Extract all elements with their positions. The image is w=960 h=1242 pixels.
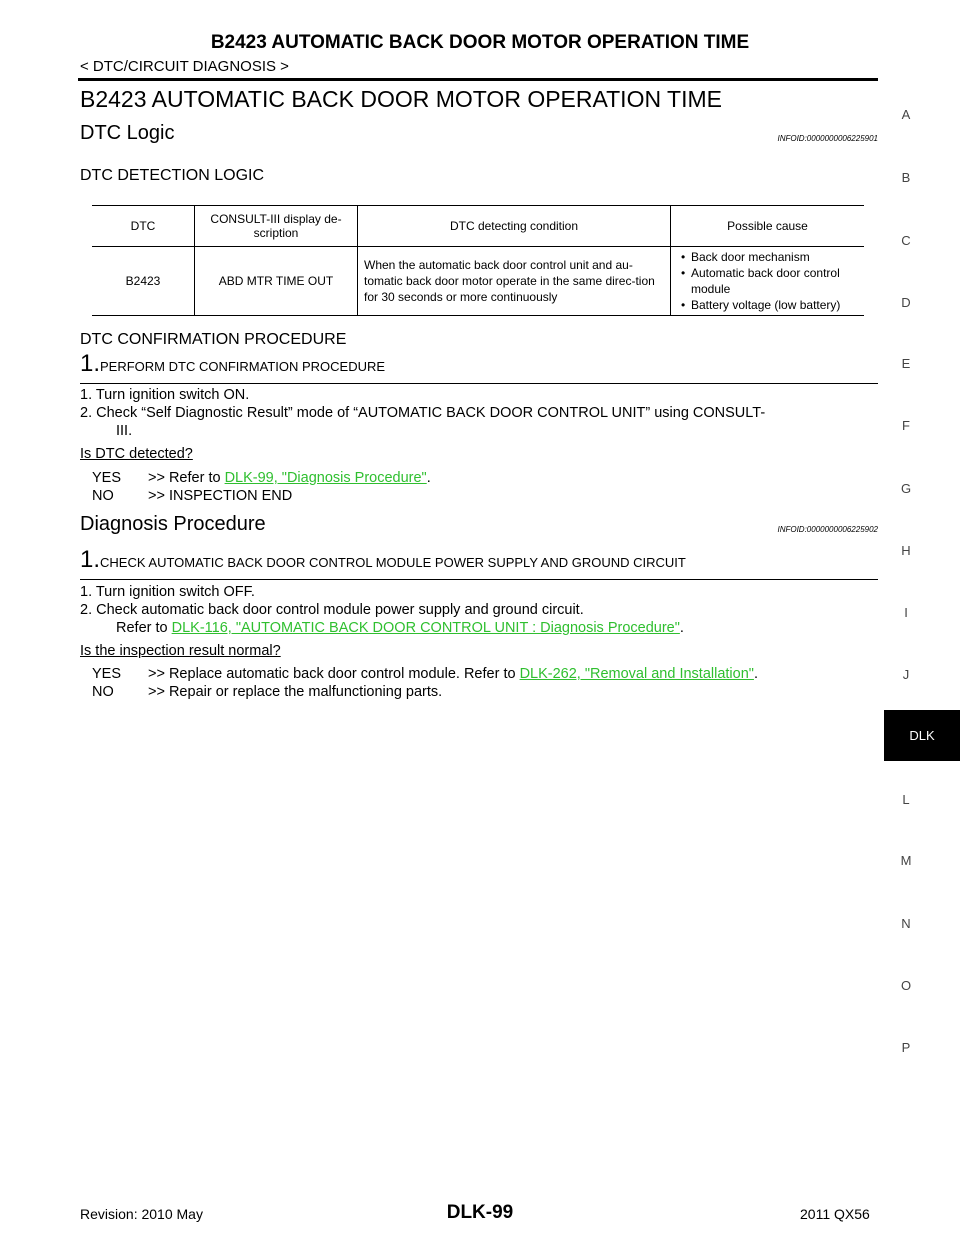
page-header-title: B2423 AUTOMATIC BACK DOOR MOTOR OPERATIO… — [210, 32, 750, 53]
diagnosis-heading: Diagnosis Procedure — [80, 513, 266, 535]
cause-item: Battery voltage (low battery) — [681, 297, 858, 313]
answer-yes-text: >> Refer to — [148, 470, 225, 486]
cell-display: ABD MTR TIME OUT — [194, 246, 358, 316]
step-number: 1. — [80, 546, 101, 573]
question: Is the inspection result normal? — [80, 643, 281, 659]
step-divider — [80, 383, 878, 384]
answer-yes: >> Replace automatic back door control m… — [148, 666, 758, 682]
section-title: B2423 AUTOMATIC BACK DOOR MOTOR OPERATIO… — [80, 86, 722, 112]
side-index-e[interactable]: E — [901, 356, 911, 371]
side-tab-dlk[interactable]: DLK — [884, 710, 960, 761]
side-index-c[interactable]: C — [901, 233, 911, 248]
step-number: 1. — [80, 350, 101, 377]
side-index-d[interactable]: D — [901, 295, 911, 310]
answer-no-label: NO — [92, 684, 114, 700]
page-number: DLK-99 — [446, 1202, 514, 1223]
confirmation-step: 1.PERFORM DTC CONFIRMATION PROCEDURE — [80, 350, 385, 378]
dtc-table: DTC CONSULT-III display de-scription DTC… — [92, 205, 864, 316]
side-index-b[interactable]: B — [901, 170, 911, 185]
answer-yes: >> Refer to DLK-99, "Diagnosis Procedure… — [148, 470, 431, 486]
col-dtc: DTC — [92, 205, 195, 247]
link-control-unit-diagnosis[interactable]: DLK-116, "AUTOMATIC BACK DOOR CONTROL UN… — [171, 620, 680, 636]
col-cause: Possible cause — [670, 205, 864, 247]
step-title: PERFORM DTC CONFIRMATION PROCEDURE — [100, 359, 386, 374]
side-index-n[interactable]: N — [901, 916, 911, 931]
dtc-detection-heading: DTC DETECTION LOGIC — [80, 167, 265, 184]
side-index-i[interactable]: I — [904, 605, 908, 620]
cause-item: Automatic back door control module — [681, 265, 858, 297]
footer-model: 2011 QX56 — [800, 1206, 870, 1222]
step-title: CHECK AUTOMATIC BACK DOOR CONTROL MODULE… — [100, 555, 686, 570]
link-removal-installation[interactable]: DLK-262, "Removal and Installation" — [519, 666, 754, 682]
diagnosis-step: 1.CHECK AUTOMATIC BACK DOOR CONTROL MODU… — [80, 546, 686, 574]
answer-no-text: >> INSPECTION END — [148, 488, 293, 504]
breadcrumb[interactable]: < DTC/CIRCUIT DIAGNOSIS > — [80, 58, 289, 75]
col-display: CONSULT-III display de-scription — [194, 205, 358, 247]
answer-no-text: >> Repair or replace the malfunctioning … — [148, 684, 443, 700]
step-instruction: 2. Check “Self Diagnostic Result” mode o… — [80, 405, 766, 421]
question: Is DTC detected? — [80, 446, 193, 462]
cause-item: Back door mechanism — [681, 249, 858, 265]
header-divider — [78, 78, 878, 81]
step-instruction: 1. Turn ignition switch ON. — [80, 387, 250, 403]
side-index-l[interactable]: L — [902, 792, 910, 807]
side-index-m[interactable]: M — [900, 853, 912, 868]
dtc-table-header: DTC CONSULT-III display de-scription DTC… — [92, 205, 864, 247]
side-index-p[interactable]: P — [901, 1040, 911, 1055]
cell-condition: When the automatic back door control uni… — [357, 246, 671, 316]
link-diagnosis-procedure[interactable]: DLK-99, "Diagnosis Procedure" — [224, 470, 427, 486]
side-index-h[interactable]: H — [901, 543, 911, 558]
cell-causes: Back door mechanism Automatic back door … — [670, 246, 864, 316]
answer-yes-text: >> Replace automatic back door control m… — [148, 666, 520, 682]
step-instruction: 1. Turn ignition switch OFF. — [80, 584, 255, 600]
answer-yes-label: YES — [92, 470, 122, 486]
table-row: B2423 ABD MTR TIME OUT When the automati… — [92, 246, 864, 316]
side-index-o[interactable]: O — [900, 978, 912, 993]
side-index-f[interactable]: F — [902, 418, 910, 433]
answer-no-label: NO — [92, 488, 114, 504]
footer-revision: Revision: 2010 May — [80, 1206, 203, 1222]
dtc-logic-infoid: INFOID:0000000006225901 — [777, 134, 878, 143]
step-divider — [80, 579, 878, 580]
answer-yes-label: YES — [92, 666, 122, 682]
cell-dtc: B2423 — [92, 246, 195, 316]
refer-text: Refer to — [116, 620, 172, 636]
side-index-a[interactable]: A — [901, 107, 911, 122]
dtc-logic-heading: DTC Logic — [80, 122, 175, 144]
side-index-j[interactable]: J — [902, 667, 910, 682]
col-condition: DTC detecting condition — [357, 205, 671, 247]
diagnosis-infoid: INFOID:0000000006225902 — [777, 525, 878, 534]
step-instruction-cont: III. — [116, 423, 133, 439]
dtc-confirmation-heading: DTC CONFIRMATION PROCEDURE — [80, 331, 347, 348]
step-instruction: 2. Check automatic back door control mod… — [80, 602, 584, 618]
refer-line: Refer to DLK-116, "AUTOMATIC BACK DOOR C… — [116, 620, 684, 636]
side-index-g[interactable]: G — [900, 481, 912, 496]
